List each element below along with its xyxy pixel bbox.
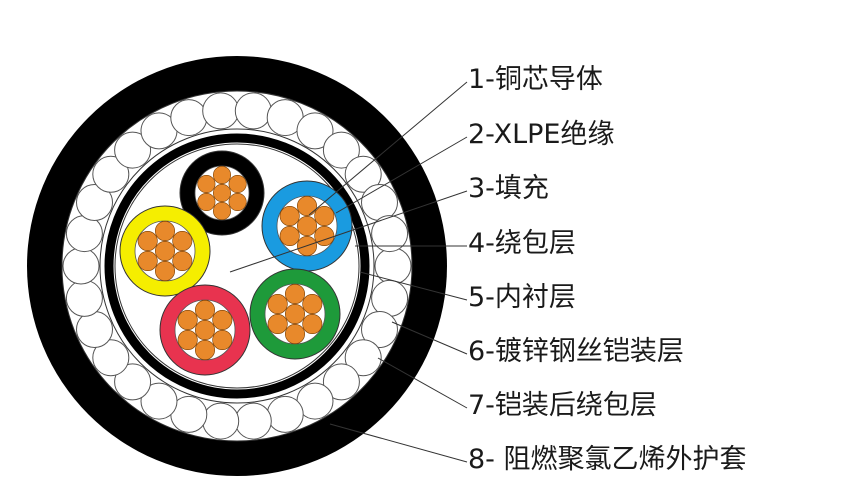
copper-strand <box>279 206 300 227</box>
copper-strand <box>137 251 158 272</box>
armor-wire <box>140 382 178 420</box>
armor-wire <box>344 339 382 377</box>
armor-wire <box>62 247 100 285</box>
copper-strand <box>197 193 216 212</box>
core-yellow <box>119 205 211 297</box>
leader-inner-lining <box>359 271 468 301</box>
armor-wire <box>202 92 240 130</box>
armor-wire <box>322 363 360 401</box>
copper-strand <box>284 303 305 324</box>
leader-copper-conductor <box>308 81 468 216</box>
leader-outer-sheath <box>329 423 468 463</box>
label-post-armor-wrapping: 7-铠装后绕包层 <box>468 390 657 421</box>
copper-strand <box>314 206 335 227</box>
copper-strand <box>195 319 216 340</box>
label-copper-conductor: 1-铜芯导体 <box>468 64 603 95</box>
label-inner-lining: 5-内衬层 <box>468 282 576 313</box>
copper-strand <box>155 241 176 262</box>
cable-body <box>27 56 447 476</box>
copper-strand <box>228 175 247 194</box>
copper-strand <box>155 260 176 281</box>
armor-wire <box>76 184 113 221</box>
armor-wire <box>361 311 398 348</box>
copper-strand <box>195 339 216 360</box>
core-black <box>179 150 265 236</box>
armor-wire <box>374 247 412 285</box>
label-xlpe-insulation: 2-XLPE绝缘 <box>468 119 615 150</box>
copper-strand <box>284 323 305 344</box>
label-wrapping-layer: 4-绕包层 <box>468 228 576 259</box>
copper-strand <box>296 216 317 237</box>
armor-wire <box>92 155 130 193</box>
armor-wire <box>202 402 240 440</box>
copper-strand <box>212 329 233 350</box>
copper-strand <box>177 329 198 350</box>
armor-wire <box>371 215 409 253</box>
copper-strand <box>197 175 216 194</box>
armor-wire <box>266 395 304 433</box>
armor-wire <box>296 112 334 150</box>
core-blue <box>261 180 353 272</box>
armor-wire <box>76 311 113 348</box>
core-green <box>249 268 341 360</box>
armor-wire <box>371 279 409 317</box>
inner-lining <box>104 133 370 399</box>
copper-strand <box>302 313 323 334</box>
armor-wire <box>170 99 208 137</box>
armor-wires <box>62 92 412 440</box>
copper-strand <box>155 221 176 242</box>
armor-wire <box>234 92 272 130</box>
cores <box>119 150 353 376</box>
copper-strand <box>195 299 216 320</box>
copper-strand <box>213 166 232 185</box>
armor-wire <box>92 339 130 377</box>
copper-strand <box>314 226 335 247</box>
armor-wire <box>114 131 152 169</box>
armor-wire <box>65 215 103 253</box>
copper-strand <box>267 293 288 314</box>
leader-xlpe-insulation <box>335 136 468 214</box>
leader-filler <box>229 190 468 273</box>
copper-strand <box>279 226 300 247</box>
copper-strand <box>212 309 233 330</box>
armor-wire <box>361 184 398 221</box>
copper-strand <box>296 196 317 217</box>
copper-strand <box>213 202 232 221</box>
armor-wire <box>65 279 103 317</box>
leader-lines <box>229 81 468 463</box>
copper-strand <box>137 231 158 252</box>
armor-wire <box>114 363 152 401</box>
copper-strand <box>284 283 305 304</box>
armor-wire <box>234 402 272 440</box>
copper-strand <box>228 193 247 212</box>
armor-wire <box>344 155 382 193</box>
armor-wire <box>322 131 360 169</box>
copper-strand <box>172 231 193 252</box>
copper-strand <box>302 293 323 314</box>
label-flame-retardant-pvc-sheath: 8- 阻燃聚氯乙烯外护套 <box>468 444 747 475</box>
core-red <box>159 284 251 376</box>
copper-strand <box>213 184 232 203</box>
label-filler: 3-填充 <box>468 173 549 204</box>
copper-strand <box>267 313 288 334</box>
leader-post-armor-wrapping <box>377 357 468 409</box>
label-galvanized-steel-wire-armor: 6-镀锌钢丝铠装层 <box>468 336 684 367</box>
copper-strand <box>172 251 193 272</box>
leader-armor <box>391 321 468 355</box>
copper-strand <box>177 309 198 330</box>
armor-inner-edge <box>99 128 375 404</box>
